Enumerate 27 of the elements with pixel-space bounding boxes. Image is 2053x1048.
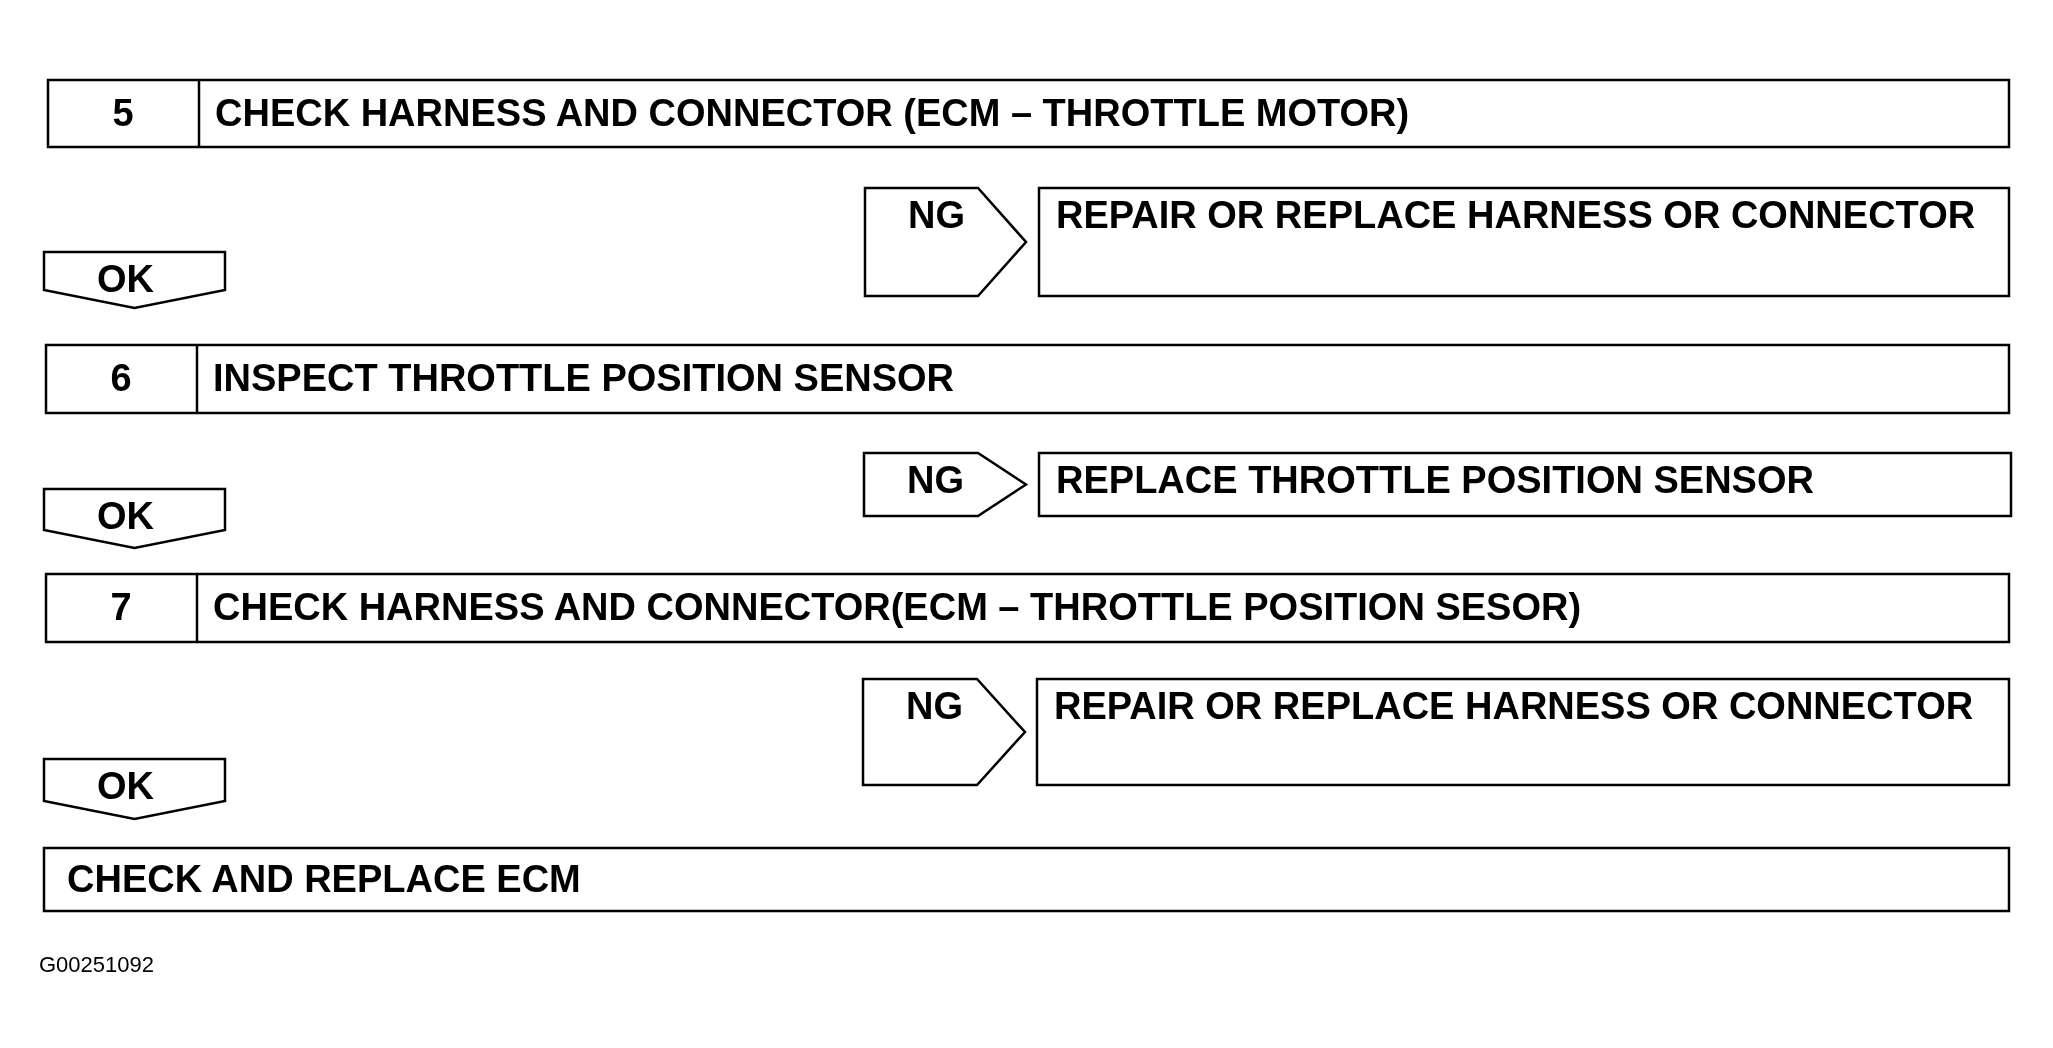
ok-label: OK (97, 496, 154, 538)
process-box (45, 573, 2010, 643)
step-title: CHECK HARNESS AND CONNECTOR(ECM – THROTTLE POSITION SESOR) (213, 587, 1582, 629)
step-number: 7 (109, 587, 133, 629)
action-text: CHECK AND REPLACE ECM (67, 858, 581, 901)
ng-arrow-tab (863, 452, 1028, 517)
action-box (1038, 187, 2010, 297)
process-box (47, 79, 2010, 148)
ng-label: NG (907, 460, 964, 502)
ng-label: NG (906, 686, 963, 728)
figure-code: G00251092 (39, 952, 154, 978)
action-text: REPLACE THROTTLE POSITION SENSOR (1056, 460, 1815, 502)
ng-arrow-tab (864, 187, 1028, 297)
action-text: REPAIR OR REPLACE HARNESS OR CONNECTOR (1054, 686, 1975, 728)
action-box (1036, 678, 2010, 786)
action-text: REPAIR OR REPLACE HARNESS OR CONNECTOR (1056, 195, 1977, 237)
step-number: 5 (111, 92, 135, 135)
action-box (1038, 452, 2012, 517)
ng-arrow-tab (862, 678, 1027, 786)
process-box (43, 847, 2010, 912)
ng-label: NG (908, 195, 965, 237)
process-box (45, 344, 2010, 414)
step-title: CHECK HARNESS AND CONNECTOR (ECM – THROTTLE MOTOR) (215, 92, 1410, 135)
step-title: INSPECT THROTTLE POSITION SENSOR (213, 358, 955, 400)
step-number: 6 (109, 358, 133, 400)
ok-label: OK (97, 259, 154, 301)
ok-label: OK (97, 766, 154, 808)
